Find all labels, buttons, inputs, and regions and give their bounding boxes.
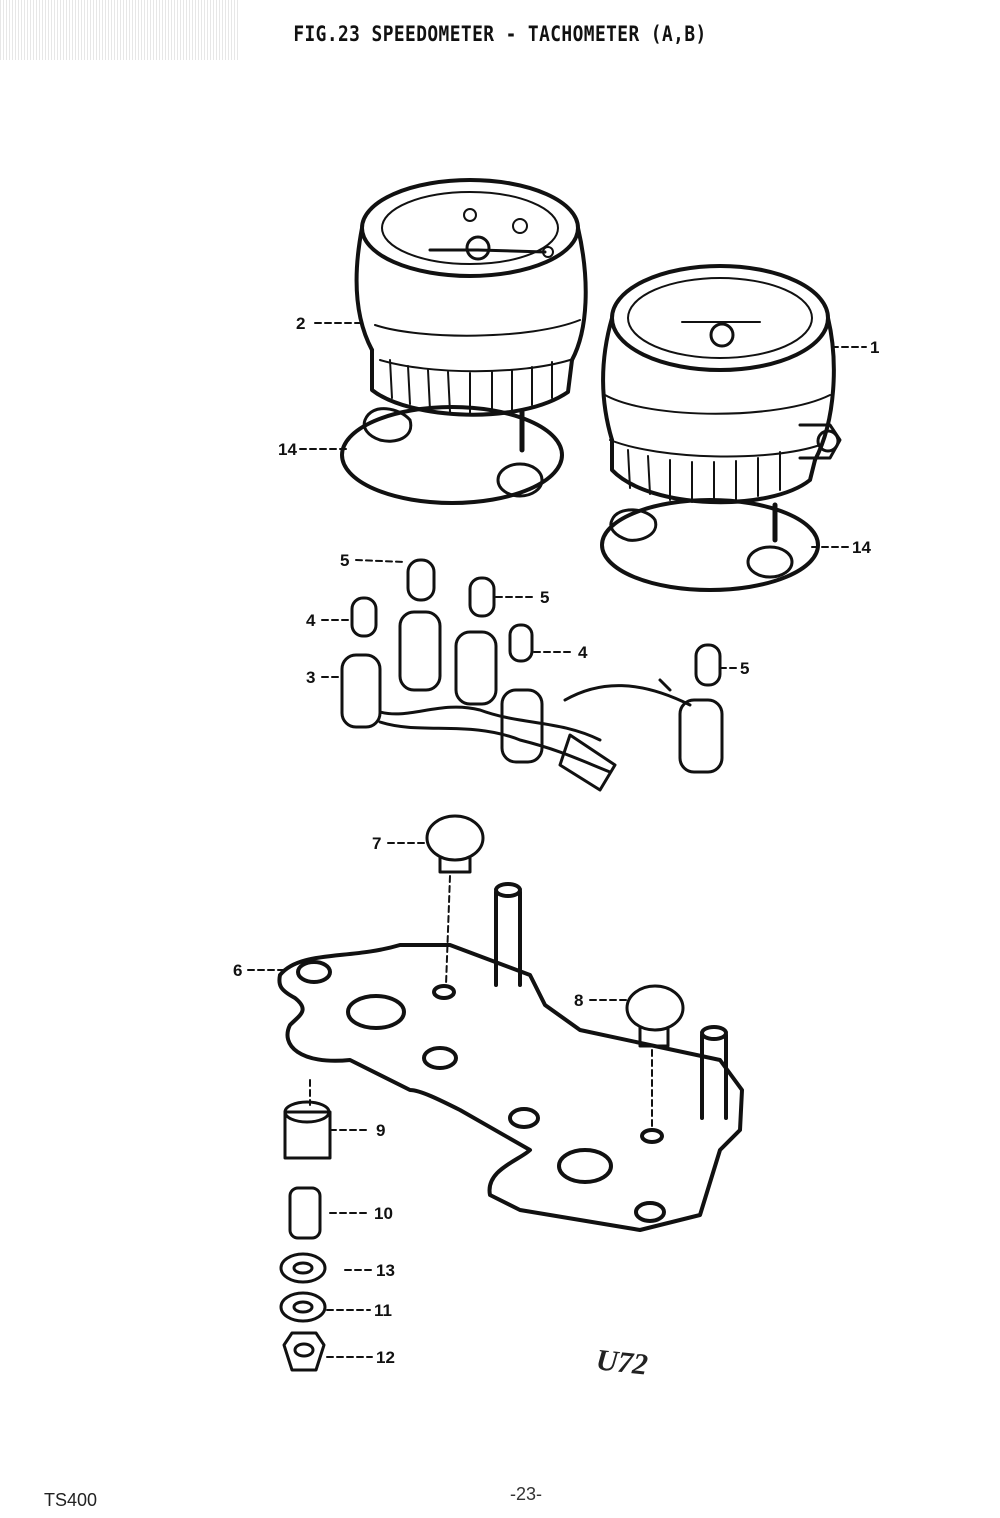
hardware-stack: [279, 1100, 332, 1372]
callout-5-right: 5: [740, 659, 749, 678]
tachometer-gauge: [354, 178, 588, 453]
socket-harness: [340, 610, 724, 792]
callout-7: 7: [372, 834, 381, 853]
callout-11: 11: [374, 1301, 392, 1320]
figure-title: FIG.23 SPEEDOMETER - TACHOMETER (A,B): [293, 22, 707, 46]
bulbs: [350, 558, 722, 687]
callout-8: 8: [574, 991, 583, 1010]
callout-10: 10: [374, 1204, 393, 1223]
cushion-left: [340, 405, 564, 505]
callout-9: 9: [376, 1121, 385, 1140]
callout-4-right: 4: [578, 643, 588, 662]
callout-6: 6: [233, 961, 242, 980]
callout-5-top: 5: [340, 551, 349, 570]
callout-4-left: 4: [306, 611, 316, 630]
callout-3: 3: [306, 668, 315, 687]
model-label: TS400: [44, 1490, 98, 1510]
callout-14-right: 14: [852, 538, 871, 557]
leader-lines: [247, 322, 867, 1358]
cushion-right: [600, 498, 820, 592]
page-number: -23-: [510, 1484, 543, 1504]
callout-labels: 2 1 14 14 5 5 5 4 4 3 7 6 8 9 10 13 11 1…: [233, 314, 879, 1367]
callout-14-left: 14: [278, 440, 297, 459]
meter-bracket: [277, 882, 744, 1232]
scan-noise: [0, 0, 240, 60]
drawing-code: U72: [594, 1343, 650, 1382]
callout-1: 1: [870, 338, 879, 357]
callout-13: 13: [376, 1261, 395, 1280]
callout-5-middle: 5: [540, 588, 549, 607]
callout-12: 12: [376, 1348, 395, 1367]
callout-2: 2: [296, 314, 305, 333]
